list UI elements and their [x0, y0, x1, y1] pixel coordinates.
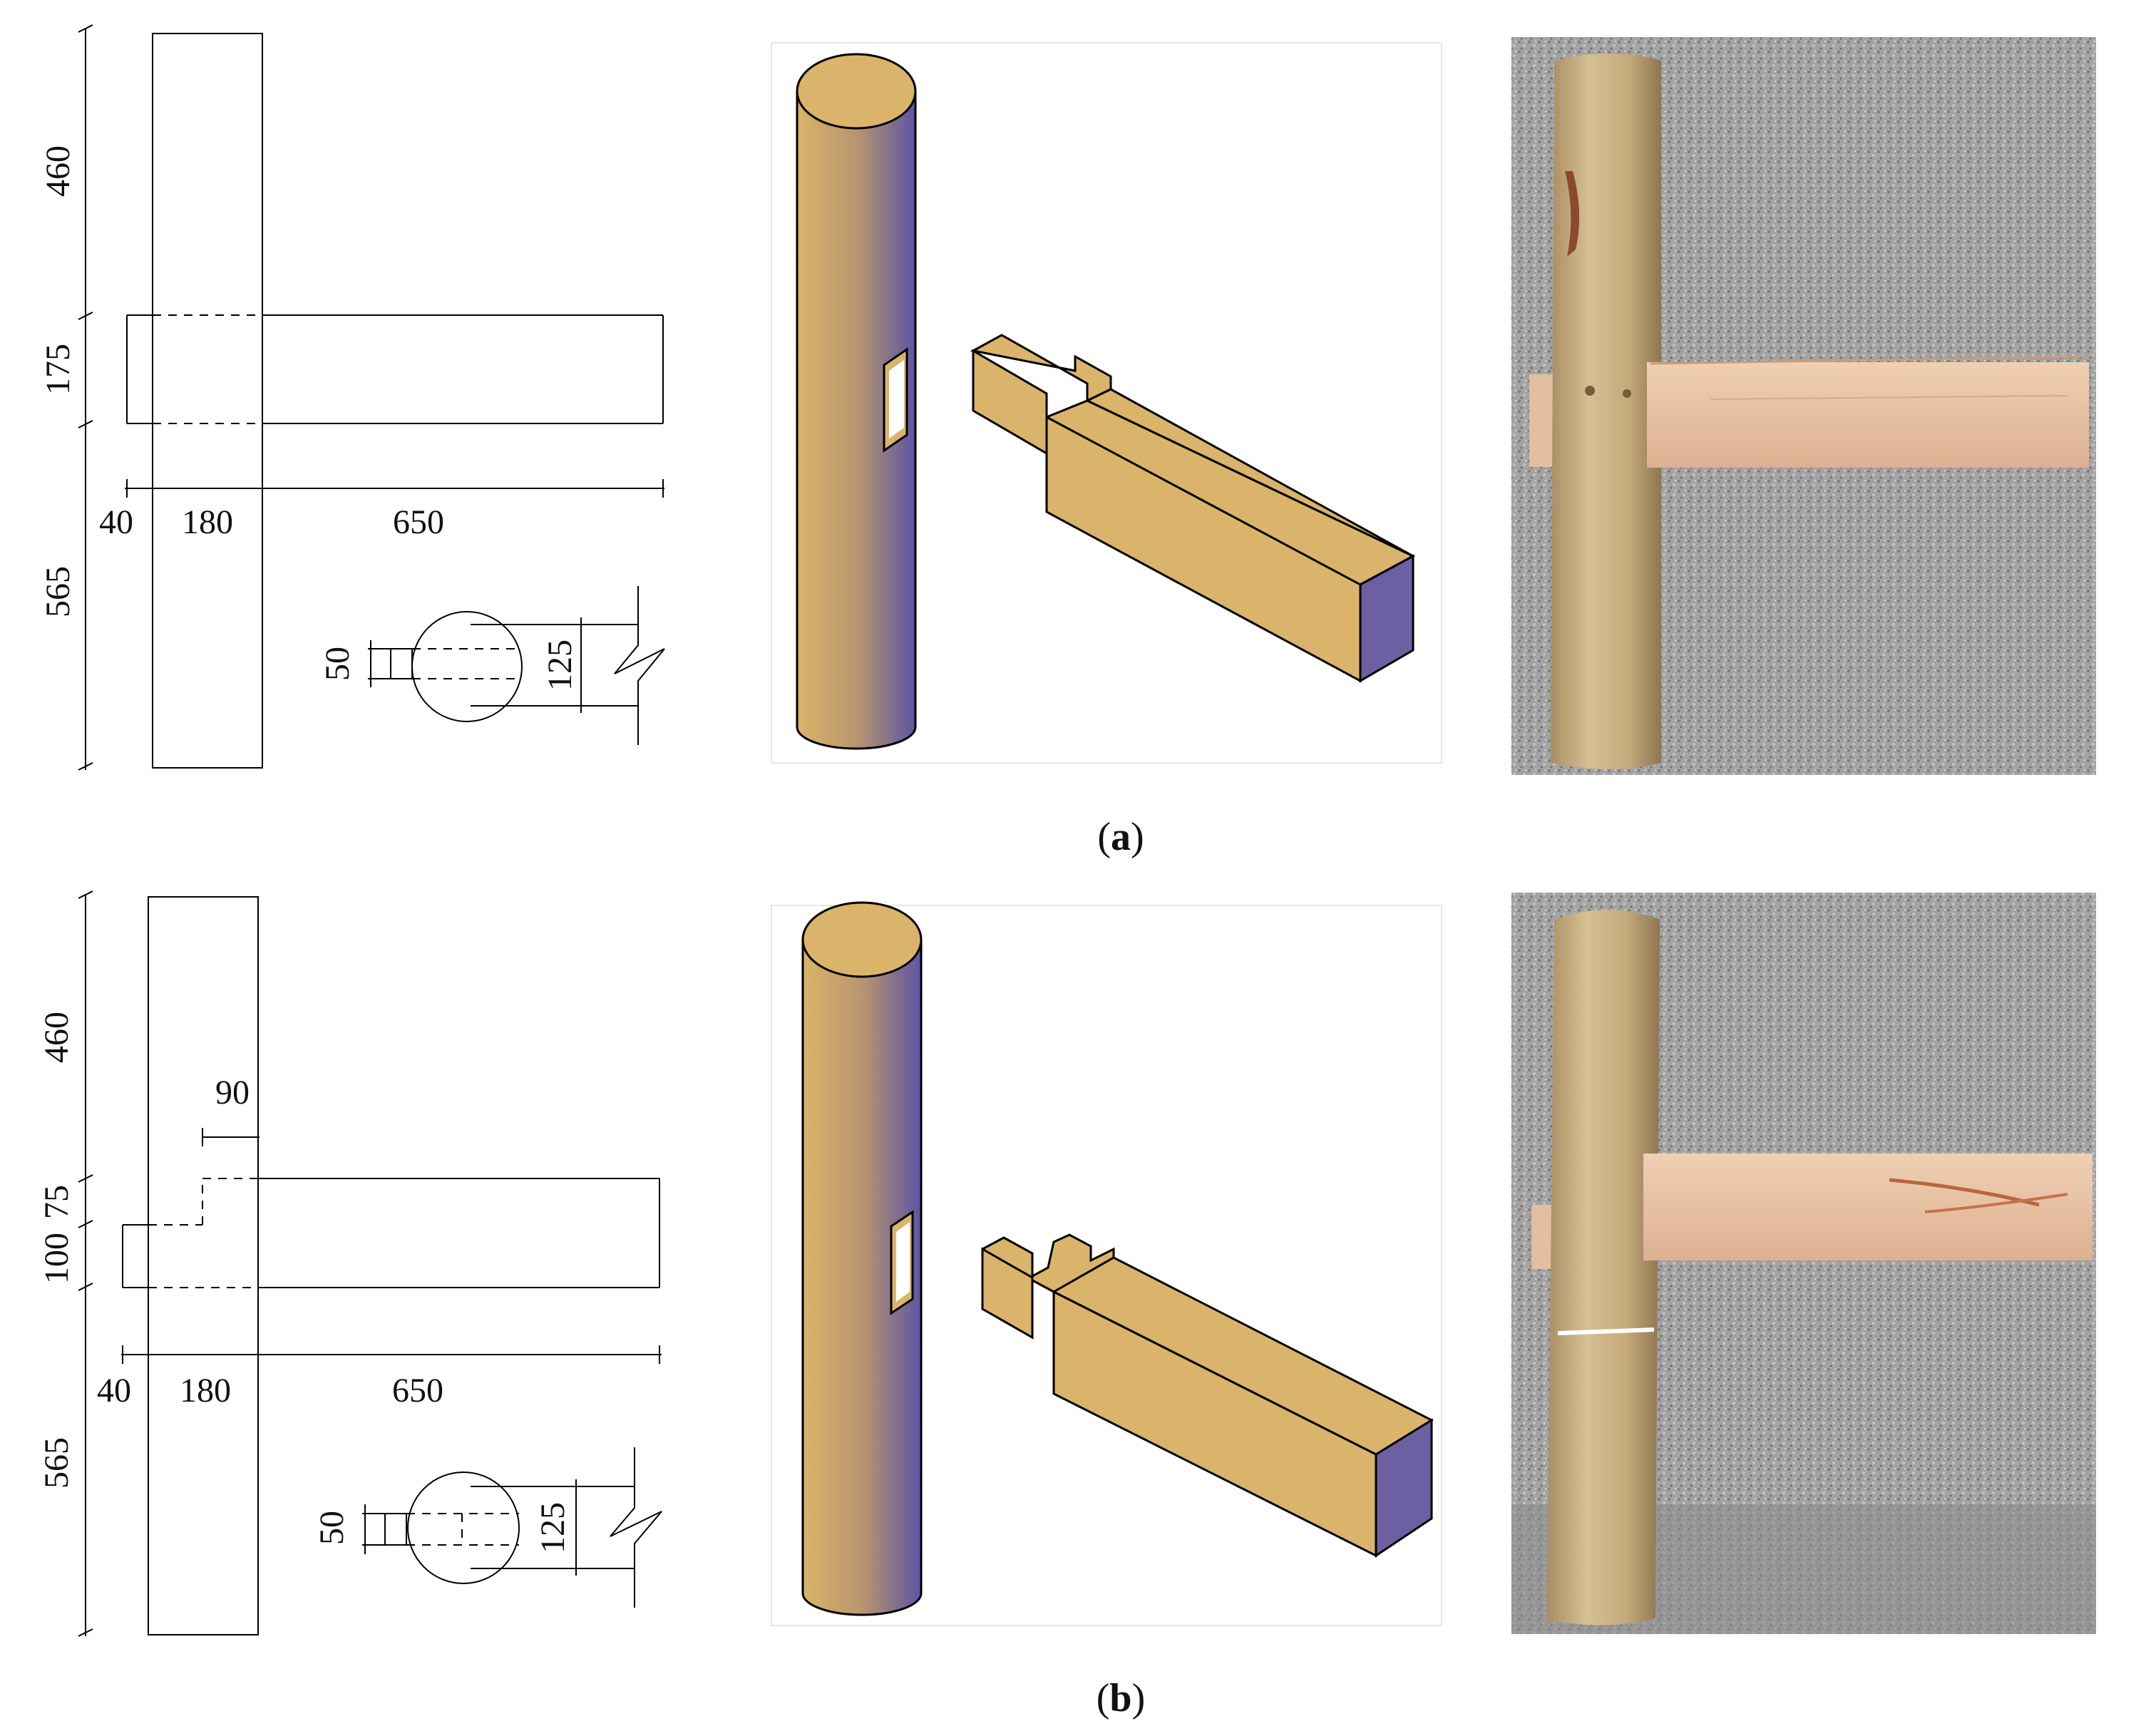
log-photo-b [1547, 910, 1660, 1625]
dim-bottom-b: 565 [38, 1437, 76, 1489]
dim-section-width-a: 125 [541, 640, 579, 691]
caption-a: (a) [1097, 815, 1144, 859]
panel-a: 460 175 565 40 180 650 50 125 [39, 24, 2096, 859]
dim-beam-length-a: 650 [393, 503, 444, 541]
elevation-drawing-b: 460 90 75 100 565 40 180 650 50 125 [38, 890, 662, 1637]
caption-letter-a: a [1111, 815, 1131, 859]
isometric-model-a [771, 42, 1442, 764]
elevation-drawing-a: 460 175 565 40 180 650 50 125 [39, 24, 665, 771]
dim-tenon-width-b: 50 [313, 1511, 351, 1545]
dim-section-width-b: 125 [534, 1502, 572, 1553]
beam-photo [1647, 362, 2089, 468]
beam-end-3d [1359, 554, 1414, 683]
dim-overhang-b: 40 [97, 1372, 131, 1409]
section-circle-b [407, 1472, 520, 1584]
column-outline [152, 33, 263, 769]
column-outline-b [148, 896, 259, 1635]
column-top [796, 53, 917, 130]
dim-column-width-a: 180 [182, 503, 233, 541]
tenon-3d [972, 349, 1048, 456]
caption-b: (b) [1097, 1676, 1145, 1720]
panel-b: 460 90 75 100 565 40 180 650 50 125 [38, 890, 2096, 1720]
dim-top-b: 460 [38, 1012, 76, 1063]
caption-letter-b: b [1109, 1676, 1131, 1720]
log-photo [1551, 53, 1661, 769]
dim-beam-depth-a: 175 [39, 344, 77, 395]
dim-lower-depth-b: 100 [38, 1233, 76, 1284]
beam-end-3d-b [1375, 1418, 1433, 1558]
specimen-photo-a [1511, 37, 2096, 775]
specimen-photo-b [1511, 893, 2096, 1634]
dim-top-a: 460 [39, 145, 77, 197]
dim-step-b: 90 [215, 1074, 250, 1111]
isometric-model-b [771, 901, 1442, 1626]
column-top-b [801, 901, 923, 978]
column-3d [796, 91, 917, 750]
dim-beam-length-b: 650 [392, 1372, 443, 1409]
dim-column-width-b: 180 [180, 1372, 231, 1409]
dim-tenon-width-a: 50 [319, 647, 356, 681]
tenon-3d-b [981, 1247, 1034, 1340]
dim-bottom-a: 565 [39, 566, 77, 617]
dim-overhang-a: 40 [99, 503, 133, 541]
dim-upper-depth-b: 75 [38, 1185, 76, 1219]
beam-photo-b [1643, 1154, 2093, 1260]
section-circle [411, 611, 523, 722]
column-3d-b [801, 940, 923, 1616]
